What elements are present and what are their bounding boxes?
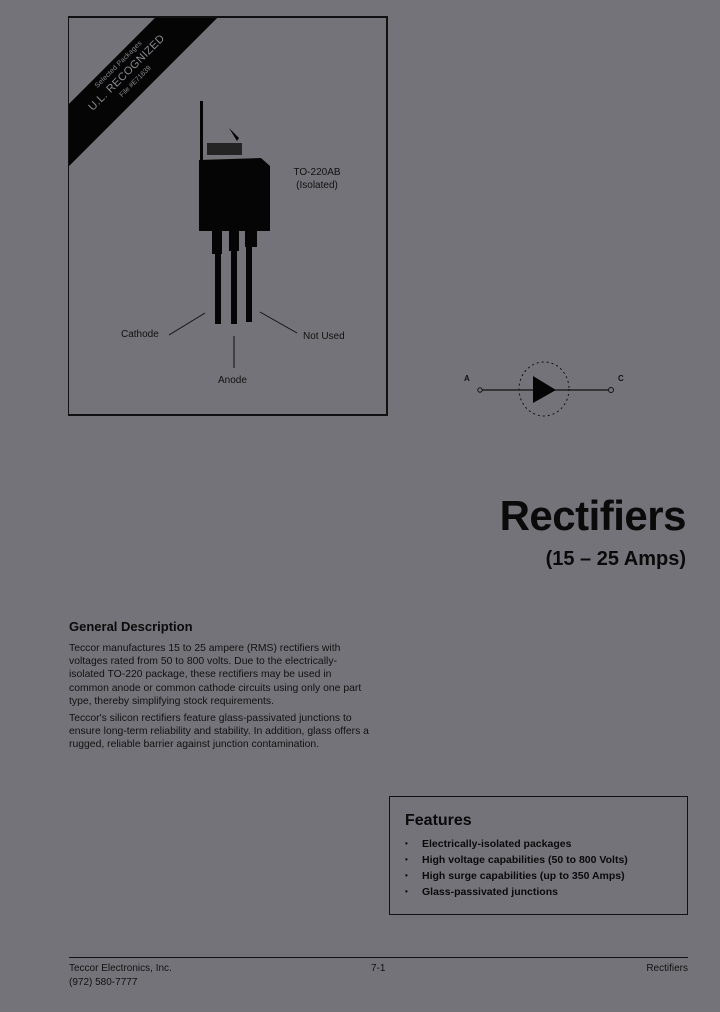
cathode-terminal-label: C <box>618 374 624 383</box>
diode-symbol-icon <box>477 361 614 417</box>
feature-item: •High voltage capabilities (50 to 800 Vo… <box>405 854 628 866</box>
to220-package-drawing <box>168 101 298 368</box>
feature-item: •High surge capabilities (up to 350 Amps… <box>405 870 625 882</box>
footer-company: Teccor Electronics, Inc. <box>69 963 172 974</box>
footer-phone: (972) 580-7777 <box>69 977 138 988</box>
package-name-label: TO-220AB (Isolated) <box>287 166 347 192</box>
feature-item: •Glass-passivated junctions <box>405 886 558 898</box>
bullet-icon: • <box>405 887 408 896</box>
features-list: •Electrically-isolated packages •High vo… <box>405 836 628 900</box>
general-description-body: Teccor manufactures 15 to 25 ampere (RMS… <box>69 642 369 756</box>
feature-item: •Electrically-isolated packages <box>405 838 572 850</box>
bullet-icon: • <box>405 855 408 864</box>
page-title: Rectifiers <box>499 492 687 539</box>
footer-divider <box>69 957 688 958</box>
pin-label-anode: Anode <box>218 375 247 386</box>
package-note: (Isolated) <box>296 180 338 191</box>
pin-label-not-used: Not Used <box>303 331 345 342</box>
features-box: Features •Electrically-isolated packages… <box>389 796 688 915</box>
pin-label-cathode: Cathode <box>121 329 159 340</box>
footer-section: Rectifiers <box>646 963 688 974</box>
footer-page-number: 7-1 <box>371 963 386 974</box>
description-paragraph-1: Teccor manufactures 15 to 25 ampere (RMS… <box>69 643 362 707</box>
description-paragraph-2: Teccor's silicon rectifiers feature glas… <box>69 713 369 751</box>
diode-schematic: A C <box>460 356 630 418</box>
anode-terminal-label: A <box>464 374 470 383</box>
features-heading: Features <box>405 812 472 829</box>
bullet-icon: • <box>405 871 408 880</box>
package-name: TO-220AB <box>293 167 341 178</box>
page-subtitle: (15 – 25 Amps) <box>545 548 686 570</box>
general-description-heading: General Description <box>69 619 193 634</box>
bullet-icon: • <box>405 839 408 848</box>
package-figure: Selected Packages U.L. RECOGNIZED File #… <box>68 16 388 416</box>
